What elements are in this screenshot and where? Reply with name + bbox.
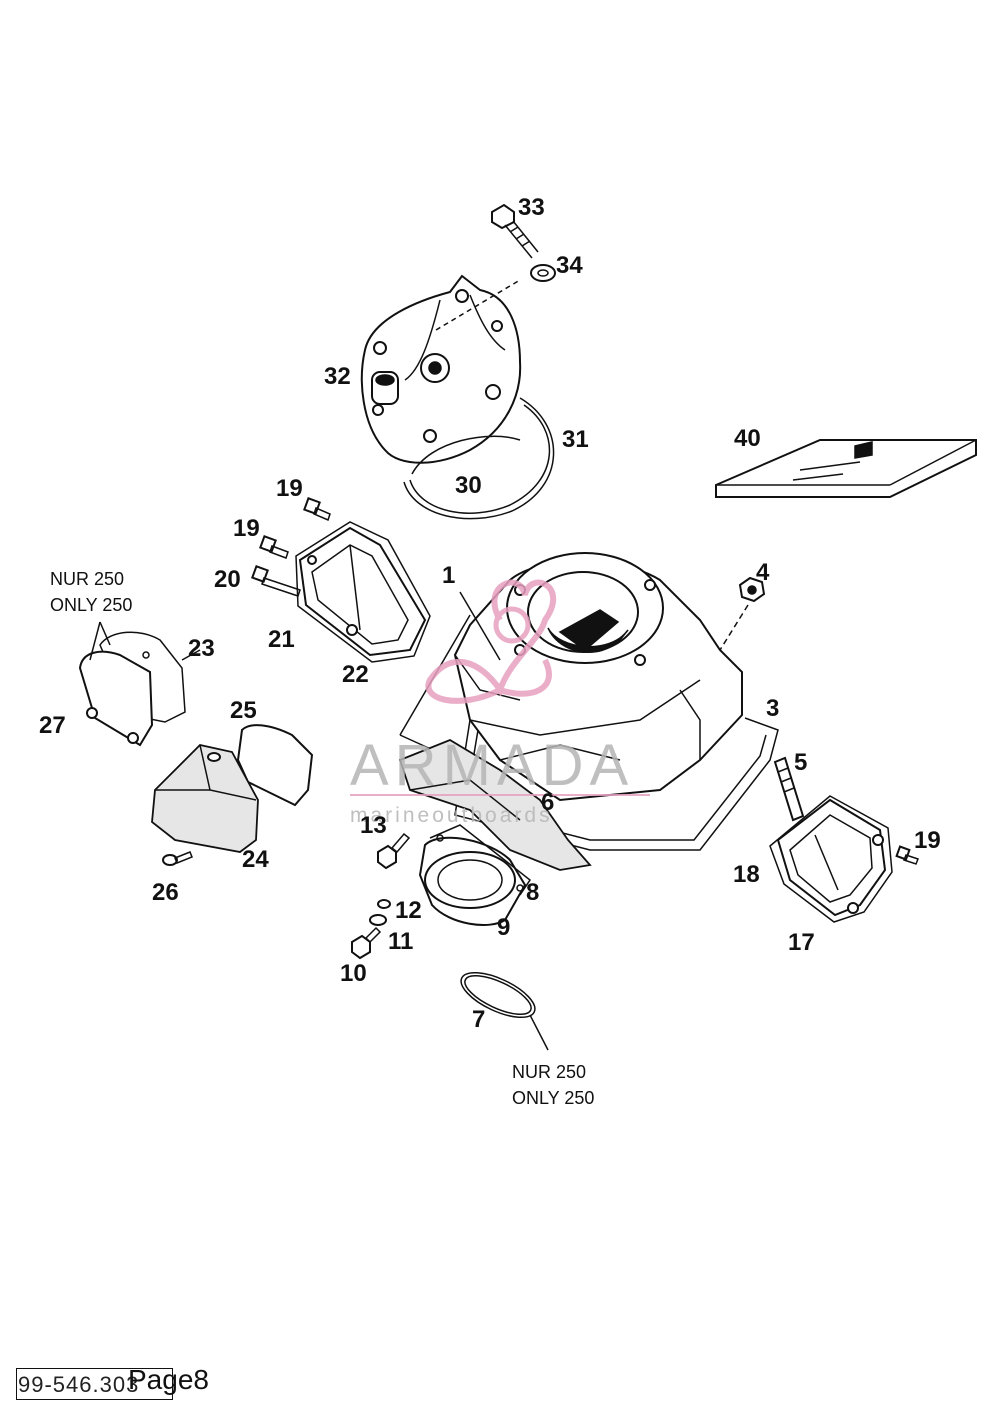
watermark-brand: ARMADA (350, 733, 634, 798)
callout-22: 22 (342, 661, 369, 688)
bolt-19-upper (303, 497, 331, 522)
callout-27: 27 (39, 712, 66, 739)
stud-5 (773, 756, 805, 822)
screw-26 (162, 851, 193, 866)
callout-6: 6 (541, 789, 554, 816)
o-ring-31 (409, 404, 551, 514)
cover-24 (151, 744, 259, 853)
gasket-22 (295, 521, 431, 663)
bolt-20 (251, 565, 301, 597)
callout-5: 5 (794, 749, 807, 776)
manual-book-40 (715, 439, 977, 498)
callout-30: 30 (455, 472, 482, 499)
callout-11: 11 (388, 928, 413, 955)
callout-33: 33 (518, 194, 545, 221)
callout-19-right: 19 (914, 827, 941, 854)
gasket-18 (769, 795, 893, 923)
callout-19-middle: 19 (233, 515, 260, 542)
callout-4: 4 (756, 559, 770, 586)
callout-24: 24 (242, 846, 269, 873)
watermark-tagline: marineoutboards (350, 804, 553, 827)
callout-19-upper: 19 (276, 475, 303, 502)
callout-7: 7 (472, 1006, 485, 1033)
callout-31: 31 (562, 426, 589, 453)
callout-18: 18 (733, 861, 760, 888)
callout-13: 13 (360, 812, 387, 839)
callout-3: 3 (766, 695, 779, 722)
note-left-line2: ONLY 250 (50, 595, 132, 615)
o-ring-30 (411, 435, 521, 475)
callout-21: 21 (268, 626, 295, 653)
callout-10: 10 (340, 960, 367, 987)
cover-plate-27 (78, 650, 154, 747)
gasket-8 (429, 824, 532, 896)
exhaust-cover-17 (776, 798, 887, 917)
callout-9: 9 (497, 914, 510, 941)
bolt-19-right (895, 845, 919, 865)
callout-26: 26 (152, 879, 179, 906)
bolt-13 (377, 832, 411, 870)
callout-17: 17 (788, 929, 815, 956)
base-gasket-3 (454, 717, 779, 851)
callout-25: 25 (230, 697, 257, 724)
callout-8: 8 (526, 879, 539, 906)
bolt-19-middle (259, 535, 289, 559)
bolt-10 (351, 926, 382, 960)
bolt-33 (491, 203, 539, 259)
washer-11 (369, 914, 387, 926)
gasket-25 (236, 724, 314, 807)
note-left-line1: NUR 250 (50, 569, 124, 589)
intake-flange-9 (418, 836, 527, 926)
footer-page-number: Page8 (128, 1364, 209, 1395)
washer-34 (530, 264, 556, 282)
callout-34: 34 (556, 252, 583, 279)
callout-32: 32 (324, 363, 351, 390)
reed-housing-21 (298, 526, 427, 657)
note-bottom-line2: ONLY 250 (512, 1088, 594, 1108)
cylinder-head-32 (360, 274, 522, 464)
note-bottom-line1: NUR 250 (512, 1062, 586, 1082)
callout-40: 40 (734, 425, 761, 452)
footer-box (16, 1368, 173, 1400)
footer-code: 99-546.303 (18, 1372, 140, 1397)
callout-20: 20 (214, 566, 241, 593)
nut-4 (738, 576, 766, 603)
watermark-logo: ARMADA marineoutboards (350, 579, 650, 827)
exhaust-flange-6 (398, 738, 592, 871)
callout-23: 23 (188, 635, 215, 662)
callout-12: 12 (395, 897, 422, 924)
callout-1: 1 (442, 562, 455, 589)
o-ring-7 (460, 971, 536, 1019)
washer-12 (377, 899, 391, 909)
